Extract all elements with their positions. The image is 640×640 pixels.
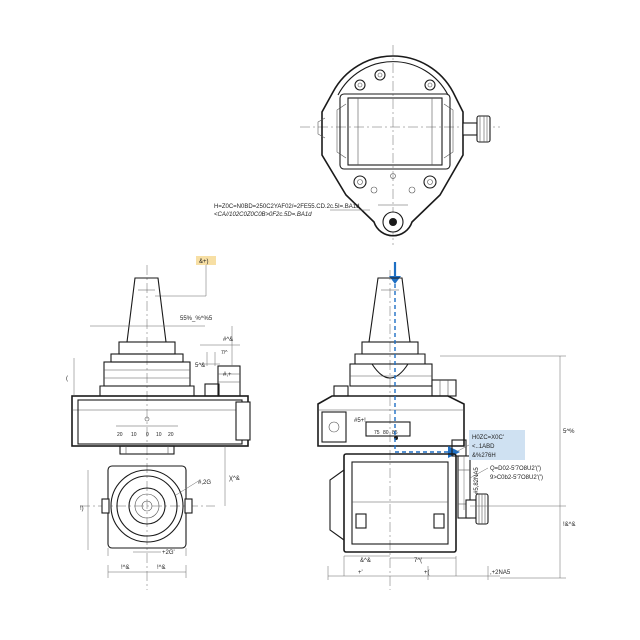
screw-icon (354, 79, 366, 91)
label-tag-text: &+) (199, 259, 209, 265)
dim-small-1: #^& (223, 337, 233, 343)
screw-icon (424, 79, 436, 91)
dim-small-3: #,+ (223, 372, 232, 378)
dim-small-4: 7/^ (221, 350, 228, 356)
dim-bottom-3: +' (358, 570, 363, 576)
right-view-spindle-block (343, 453, 457, 553)
dim-left: ( (66, 376, 68, 382)
dim-right-2: #,2G (198, 480, 211, 486)
dim-left-2: !) (80, 506, 84, 512)
dim-side: #5,82NA5 (474, 467, 480, 494)
right-view: #5+! 75 80 85 H0ZC=X0C' <..1ABD (317, 262, 576, 590)
flow-arrow-icon (389, 276, 401, 284)
dim-bottom-right: !^& (157, 565, 165, 571)
scale-tick: 10 (131, 432, 137, 438)
callout-blue-2: <..1ABD (472, 444, 495, 450)
scale-tick: 0 (146, 432, 149, 438)
screw-icon (353, 175, 367, 189)
dim-bottom-4: +( (424, 570, 430, 576)
top-view-body (339, 93, 451, 170)
callout-blue-1: H0ZC=X0C' (472, 435, 504, 441)
top-view-housing (321, 55, 464, 237)
top-view-note-1: H=Z0C=N0BD=250C2YAF02/=2FE55.CD.2c.5I=.B… (214, 204, 359, 210)
dim-bottom-inner: +2G' (162, 550, 175, 556)
callout-box (469, 430, 525, 460)
dim-bottom-2: 7^( (414, 558, 422, 564)
callout-note-2: 9>C0b2-5'7O8U2'(') (490, 475, 543, 481)
scale-tick: 10 (156, 432, 162, 438)
dim-right-1: )(^& (229, 476, 240, 482)
screw-icon (423, 175, 437, 189)
left-view-scale: 20 10 0 10 20 (117, 432, 174, 438)
callout-blue-3: &%276H (472, 453, 496, 459)
scale-tick: 75 (374, 430, 380, 436)
dim-bottom-left: !^& (121, 565, 129, 571)
dim-top-right: #5+! (354, 418, 366, 424)
right-view-knob (465, 499, 477, 519)
left-view-spindle (110, 469, 184, 543)
right-view-housing (317, 395, 465, 447)
top-view-knob (462, 122, 478, 136)
right-view-taper (368, 277, 411, 343)
left-view-taper (126, 277, 167, 343)
callout-note-1: Q=D02-5'7O8U2'(') (490, 466, 541, 472)
scale-tick: 80 (383, 430, 389, 436)
top-view-note-2: <CA//102C0Z0C0B>0F2c.5D=.BA1d (214, 212, 312, 218)
label-tag (196, 256, 216, 265)
left-view-housing (71, 395, 249, 447)
dim-lower: !&^& (563, 522, 576, 528)
coolant-flow-path (394, 284, 456, 453)
scale-tick: 20 (117, 432, 123, 438)
screw-icon (374, 69, 386, 81)
left-view: &+) 20 10 0 10 20 (66, 256, 251, 590)
dim-bottom-1: &^& (360, 558, 371, 564)
dim-top: 55%_%^%5 (180, 316, 213, 322)
top-view: H=Z0C=N0BD=250C2YAF02/=2FE55.CD.2c.5I=.B… (214, 45, 500, 245)
dim-small-2: 5^& (195, 363, 205, 369)
dim-height: 5^% (563, 429, 575, 435)
scale-tick: 20 (168, 432, 174, 438)
dim-bottom-5: ,+2NA5 (490, 570, 511, 576)
